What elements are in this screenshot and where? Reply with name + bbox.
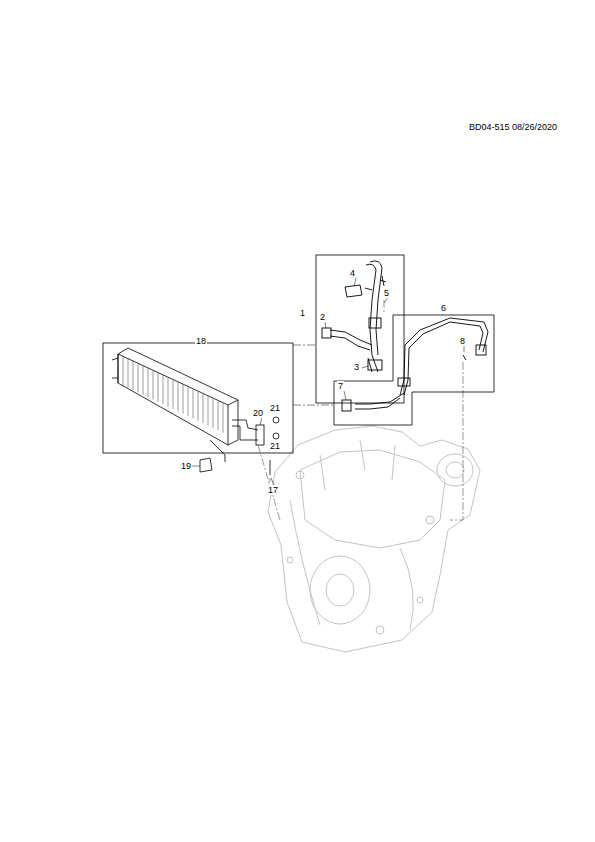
callout-number: 18 (195, 336, 207, 346)
callout-number: 21 (269, 403, 281, 413)
cooler-fin (198, 392, 199, 421)
hose-1 (322, 261, 386, 372)
callout-number: 17 (267, 485, 279, 495)
pipe-fitting (256, 425, 264, 445)
leader-lines (190, 278, 464, 485)
cooler-fin (143, 366, 144, 395)
cooler-fin (138, 363, 139, 392)
cooler-fin (188, 387, 189, 416)
cooler-fin (223, 404, 224, 433)
drawing-code: BD04-515 08/26/2020 (468, 122, 558, 132)
hose-6 (342, 318, 488, 411)
dash-connector (293, 345, 316, 346)
callout-number: 21 (269, 441, 281, 451)
callout-number: 5 (383, 288, 390, 298)
cooler (112, 348, 238, 445)
cooler-fin (203, 394, 204, 423)
callout-number: 7 (337, 381, 344, 391)
callout-number: 3 (353, 362, 360, 372)
callout-number: 6 (440, 303, 447, 313)
cooler-fin (123, 356, 124, 385)
cooler-fin (133, 361, 134, 390)
cooler-fin (178, 382, 179, 411)
cooler-fin (213, 399, 214, 428)
cooler-fin (193, 389, 194, 418)
transmission (268, 426, 480, 652)
cooler-fin (208, 397, 209, 426)
callout-number: 19 (180, 461, 192, 471)
cooler-pipes (200, 420, 264, 472)
callout-number: 1 (299, 308, 306, 318)
cooler-fin (158, 373, 159, 402)
cooler-fin (128, 359, 129, 388)
cooler-fin (173, 380, 174, 409)
callout-number: 8 (459, 336, 466, 346)
group-outline (103, 343, 293, 453)
cooler-fin (168, 378, 169, 407)
cooler-fin (153, 371, 154, 400)
cooler-fin (218, 401, 219, 430)
dash-connector (293, 405, 334, 406)
dash-lines (258, 300, 463, 520)
callout-number: 20 (252, 408, 264, 418)
callout-number: 2 (319, 312, 326, 322)
part-group-box: 18 (103, 343, 293, 453)
clip (200, 458, 212, 472)
cooler-fin (163, 375, 164, 404)
cooler-fin (148, 368, 149, 397)
cooler-fin (183, 385, 184, 414)
callout-number: 4 (349, 268, 356, 278)
